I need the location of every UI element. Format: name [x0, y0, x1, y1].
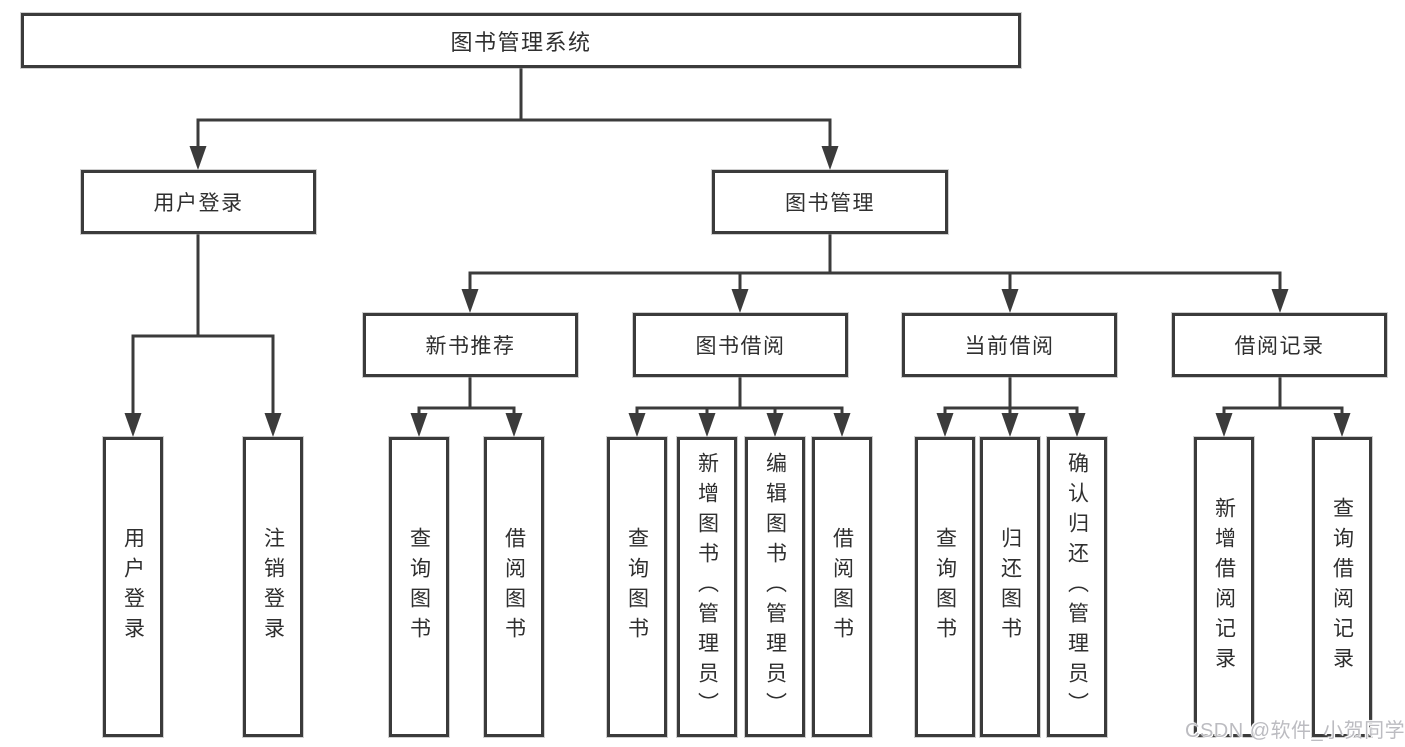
node-label: 查询图书	[625, 527, 649, 647]
node-label: 当前借阅	[964, 335, 1055, 358]
node-label: 注销登录	[261, 527, 285, 647]
node-book-management-system: 图书管理系统	[21, 13, 1021, 68]
node-label: 确认归还（管理员）	[1065, 452, 1089, 722]
node-label: 用户登录	[121, 527, 145, 647]
node-book-management: 图书管理	[712, 170, 948, 234]
node-label: 新增图书（管理员）	[695, 452, 719, 722]
node-label: 查询图书	[407, 527, 431, 647]
leaf-return-books: 归还图书	[980, 437, 1040, 737]
leaf-query-borrow-record: 查询借阅记录	[1312, 437, 1372, 737]
node-label: 图书借阅	[695, 335, 786, 358]
leaf-borrow-books-borrowing: 借阅图书	[812, 437, 872, 737]
node-label: 新增借阅记录	[1212, 497, 1236, 677]
node-label: 借阅记录	[1234, 335, 1325, 358]
leaf-confirm-return-admin: 确认归还（管理员）	[1047, 437, 1107, 737]
leaf-logout-login: 注销登录	[243, 437, 303, 737]
leaf-user-login: 用户登录	[103, 437, 163, 737]
node-label: 图书管理	[785, 192, 875, 215]
node-label: 借阅图书	[502, 527, 526, 647]
node-new-book-recommendation: 新书推荐	[363, 313, 578, 377]
node-borrowing-records: 借阅记录	[1172, 313, 1387, 377]
node-book-borrowing: 图书借阅	[633, 313, 848, 377]
leaf-add-borrow-record: 新增借阅记录	[1194, 437, 1254, 737]
node-label: 查询借阅记录	[1330, 497, 1354, 677]
leaf-query-books-recommend: 查询图书	[389, 437, 449, 737]
leaf-edit-book-admin: 编辑图书（管理员）	[745, 437, 805, 737]
csdn-watermark: CSDN @软件_小贺同学	[1185, 720, 1405, 742]
leaf-query-books-borrowing: 查询图书	[607, 437, 667, 737]
leaf-borrow-books-recommend: 借阅图书	[484, 437, 544, 737]
node-current-borrowing: 当前借阅	[902, 313, 1117, 377]
node-label: 归还图书	[998, 527, 1022, 647]
leaf-add-book-admin: 新增图书（管理员）	[677, 437, 737, 737]
node-label: 新书推荐	[425, 335, 516, 358]
leaf-query-books-current: 查询图书	[915, 437, 975, 737]
node-label: 用户登录	[153, 192, 244, 215]
node-label: 借阅图书	[830, 527, 854, 647]
node-label: 查询图书	[933, 527, 957, 647]
node-label: 编辑图书（管理员）	[763, 452, 787, 722]
node-label: 图书管理系统	[450, 29, 592, 55]
node-user-login: 用户登录	[81, 170, 316, 234]
